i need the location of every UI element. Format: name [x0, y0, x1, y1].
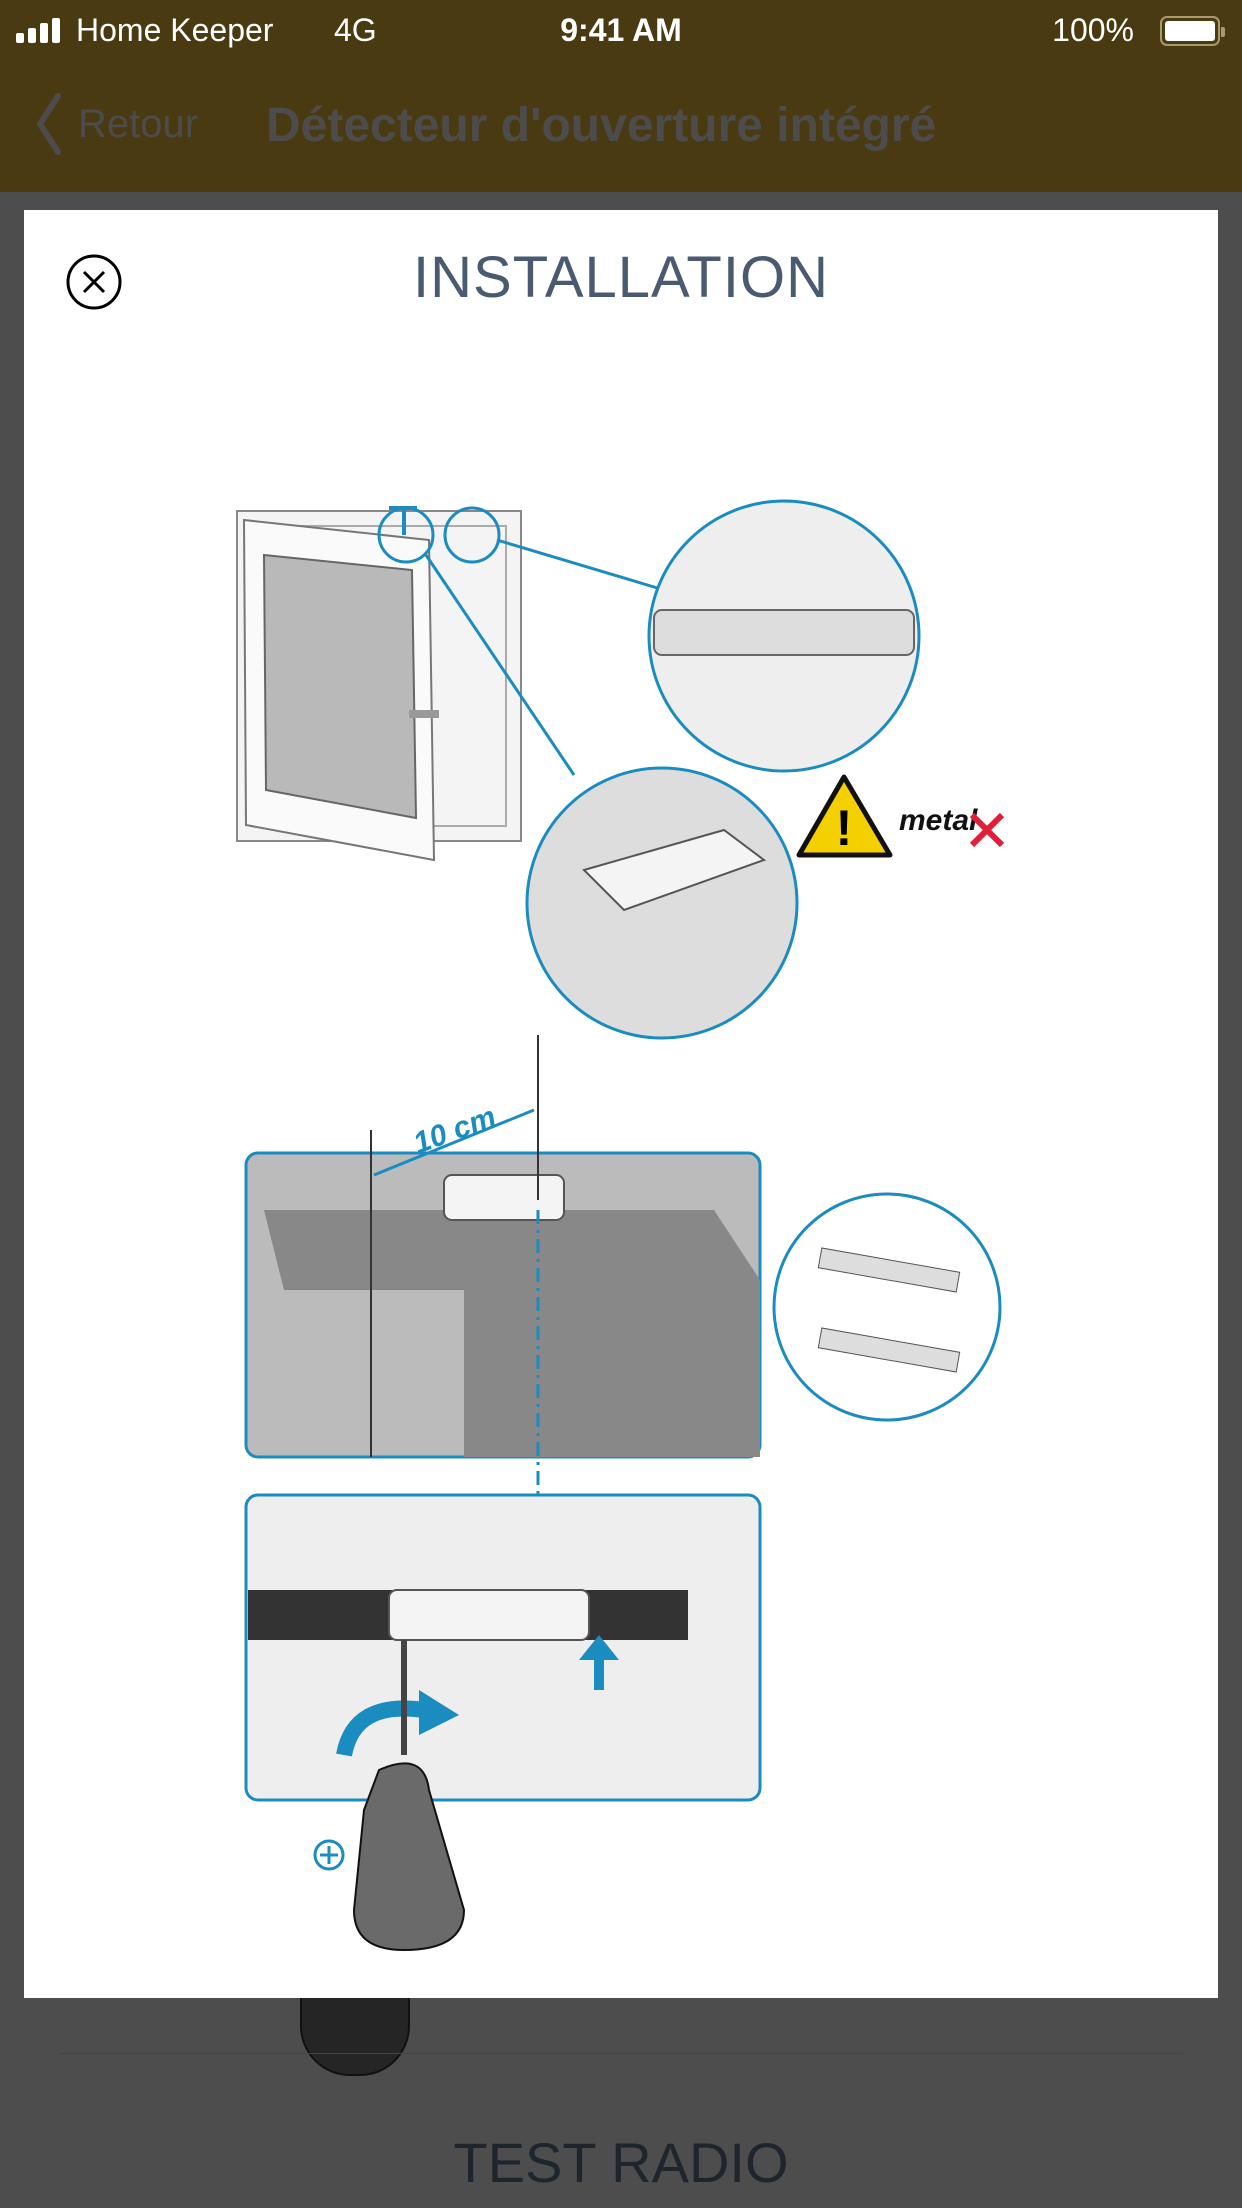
warning-icon: !: [796, 774, 893, 858]
installation-modal: ! metal 10 cm INSTALLATION: [24, 210, 1218, 1998]
installation-illustration: ! metal 10 cm: [236, 499, 1005, 1952]
back-label: Retour: [78, 101, 199, 146]
modal-title: INSTALLATION: [413, 245, 829, 310]
test-radio-button[interactable]: TEST RADIO: [453, 2131, 789, 2194]
carrier-name: Home Keeper: [76, 12, 274, 48]
clock: 9:41 AM: [560, 12, 682, 48]
close-icon[interactable]: [64, 252, 124, 312]
page-title: Détecteur d'ouverture intégré: [266, 99, 937, 152]
nav-bar: Retour Détecteur d'ouverture intégré: [0, 62, 1242, 192]
cross-icon: [969, 812, 1005, 848]
back-button[interactable]: Retour: [34, 92, 198, 156]
screwdriver-handle-behind: [300, 1996, 410, 2076]
distance-label: 10 cm: [409, 1100, 500, 1160]
battery-icon: [1160, 16, 1225, 46]
battery-percent: 100%: [1052, 12, 1134, 48]
svg-text:!: !: [836, 800, 853, 856]
status-bar: Home Keeper 4G 9:41 AM 100%: [0, 0, 1242, 62]
window-drawing: [236, 510, 522, 862]
divider: [60, 2053, 1182, 2054]
network-type: 4G: [334, 12, 377, 48]
metal-warning-label: metal: [899, 804, 978, 837]
signal-icon: [16, 18, 60, 43]
chevron-left-icon: [36, 93, 61, 155]
